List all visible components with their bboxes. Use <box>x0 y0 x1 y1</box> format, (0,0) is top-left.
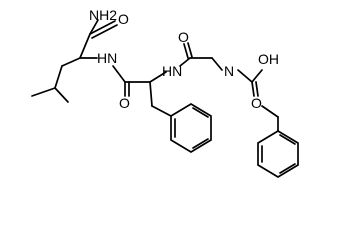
bond-ca-cb <box>61 57 81 67</box>
bond-c-nh2 <box>89 19 99 35</box>
bond-c-o-top-1 <box>89 20 116 35</box>
bond-ca2-n2 <box>149 71 167 83</box>
bond-nh-co2 <box>112 65 126 83</box>
label-o-mid-top: O <box>178 29 189 45</box>
label-hn-mid: HN <box>162 63 182 79</box>
bond-co3-o-2 <box>187 42 193 58</box>
bond-o-ch2b <box>261 105 279 118</box>
label-o-mid-left: O <box>119 95 130 111</box>
bonds <box>31 19 299 178</box>
bond-cb2-ring <box>151 105 172 117</box>
bond-cc-o-2 <box>255 81 259 97</box>
label-o-ester: O <box>251 95 262 111</box>
label-hn-left: HN <box>97 50 117 66</box>
bn-ring <box>257 130 299 178</box>
bond-ch2-n3 <box>211 57 223 71</box>
phe-ring-dbl-2 <box>192 138 209 149</box>
bond-cg-cd2 <box>54 87 69 103</box>
bond-c-o-top-2 <box>91 24 118 39</box>
label-hn-right: N <box>224 63 234 79</box>
bond-cb-cg <box>54 65 63 89</box>
label-oh: OH <box>258 51 279 67</box>
bond-cc-oh <box>251 69 263 83</box>
phe-ring <box>170 103 212 153</box>
chemical-structure: NH2 O HN O O HN N OH O <box>31 7 299 178</box>
label-nh2: NH2 <box>89 7 117 23</box>
bond-cg-cd1 <box>31 87 56 97</box>
bond-n2-co3 <box>179 57 191 67</box>
bond-n3-cc <box>237 69 253 83</box>
bond-ca-co <box>79 33 91 59</box>
bn-ring-dbl-2 <box>279 163 296 174</box>
bond-ca2-cb2 <box>149 81 153 107</box>
bn-ring-dbl-3 <box>279 134 296 145</box>
label-o-amide: O <box>118 11 129 27</box>
bond-cc-o-1 <box>251 81 255 97</box>
atom-labels: NH2 O HN O O HN N OH O <box>89 7 279 111</box>
bond-co3-o-1 <box>183 43 189 59</box>
phe-ring-dbl-3 <box>192 107 209 118</box>
